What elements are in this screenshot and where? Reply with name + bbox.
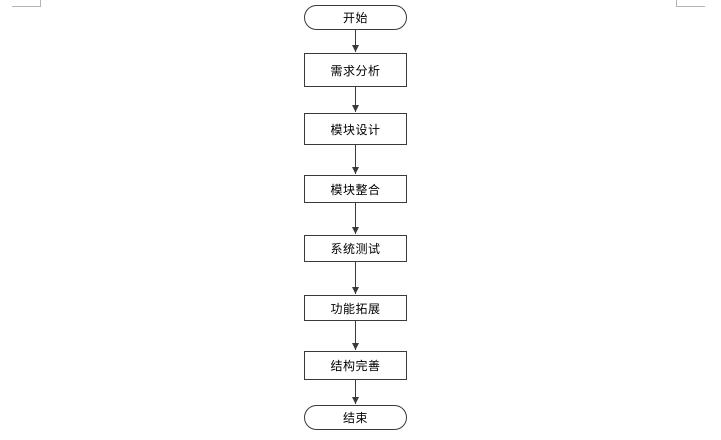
step-requirements-analysis: 需求分析 — [304, 53, 407, 87]
step-module-integration: 模块整合 — [304, 175, 407, 203]
start-node: 开始 — [304, 5, 407, 30]
page-corner-mark-left — [12, 0, 41, 7]
step-structure-refinement: 结构完善 — [304, 351, 407, 380]
step-system-testing: 系统测试 — [304, 235, 407, 262]
page-corner-mark-right — [676, 0, 705, 7]
step-module-design: 模块设计 — [304, 113, 407, 145]
end-node: 结束 — [304, 405, 407, 430]
step-feature-extension: 功能拓展 — [304, 295, 407, 321]
